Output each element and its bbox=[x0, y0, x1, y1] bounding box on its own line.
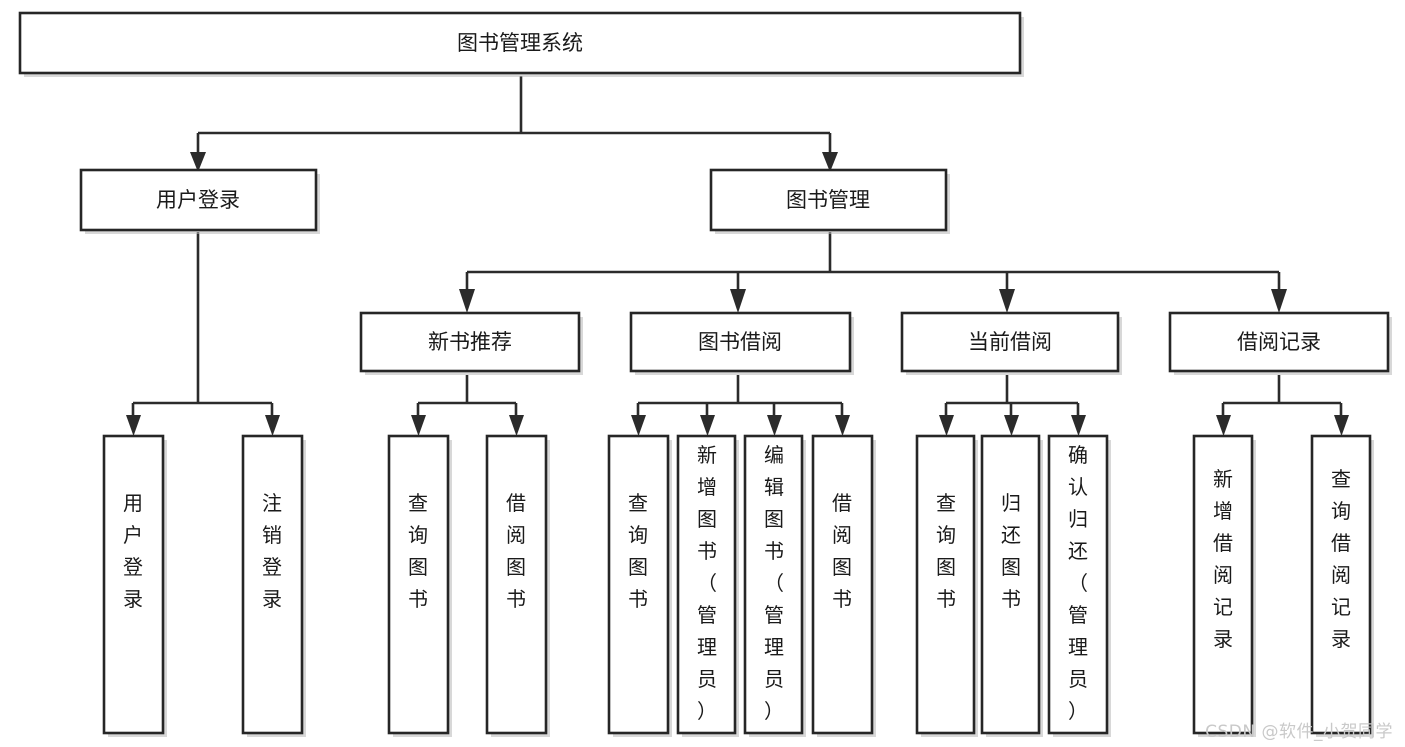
book-management-box bbox=[709, 168, 948, 232]
arrow-book-borrow-leaf-1 bbox=[631, 415, 646, 436]
arrow-book-borrow-leaf-3 bbox=[767, 415, 782, 436]
leaf-borrow-book-1-label: 借阅图书 bbox=[506, 491, 526, 611]
leaf-edit-book-label: 编辑图书（管理员） bbox=[764, 443, 784, 723]
node-root[interactable]: 图书管理系统 bbox=[18, 11, 1024, 77]
leaf-user-login-label: 用户登录 bbox=[123, 491, 143, 611]
new-book-recommend-label: 新书推荐 bbox=[428, 330, 512, 354]
leaf-node-query-book-2[interactable]: 查询图书 bbox=[607, 434, 672, 737]
node-book-borrow[interactable]: 图书借阅 bbox=[629, 311, 854, 375]
arrow-book-borrow-leaf-4 bbox=[835, 415, 850, 436]
node-user-login[interactable]: 用户登录 bbox=[79, 168, 320, 234]
arrow-borrow-record-leaf-1 bbox=[1216, 415, 1231, 436]
leaf-query-book-3-box bbox=[915, 434, 976, 735]
arrow-current-borrow-leaf-1 bbox=[939, 415, 954, 436]
user-login-box bbox=[79, 168, 318, 232]
root-box bbox=[18, 11, 1022, 75]
leaf-query-book-1-box bbox=[387, 434, 450, 735]
leaf-add-book-label: 新增图书（管理员） bbox=[697, 443, 717, 723]
arrow-current-borrow-leaf-2 bbox=[1004, 415, 1019, 436]
leaf-add-book-box bbox=[676, 434, 737, 735]
leaf-query-book-2-box bbox=[607, 434, 670, 735]
book-management-label: 图书管理 bbox=[786, 188, 870, 212]
connectors bbox=[126, 76, 1349, 436]
leaf-user-login-box bbox=[102, 434, 165, 735]
leaf-node-user-login[interactable]: 用户登录 bbox=[102, 434, 167, 737]
arrow-bm-to-book-borrow bbox=[730, 289, 746, 313]
leaf-node-edit-book[interactable]: 编辑图书（管理员） bbox=[743, 434, 806, 737]
leaf-add-record-box bbox=[1192, 434, 1254, 735]
leaf-node-borrow-book-2[interactable]: 借阅图书 bbox=[811, 434, 876, 737]
leaf-node-query-book-1[interactable]: 查询图书 bbox=[387, 434, 452, 737]
root-label: 图书管理系统 bbox=[457, 31, 583, 55]
leaf-query-book-3-label: 查询图书 bbox=[936, 491, 956, 611]
node-borrow-record[interactable]: 借阅记录 bbox=[1168, 311, 1392, 375]
leaf-borrow-book-1-box bbox=[485, 434, 548, 735]
leaf-node-add-record[interactable]: 新增借阅记录 bbox=[1192, 434, 1256, 737]
leaf-query-record-box bbox=[1310, 434, 1372, 735]
current-borrow-box bbox=[900, 311, 1120, 373]
arrow-user-login-leaf-2 bbox=[265, 415, 280, 436]
arrow-bm-to-borrow-record bbox=[1271, 289, 1287, 313]
book-borrow-label: 图书借阅 bbox=[698, 330, 782, 354]
book-borrow-box bbox=[629, 311, 852, 373]
new-book-recommend-box bbox=[359, 311, 581, 373]
leaf-node-logout-login[interactable]: 注销登录 bbox=[241, 434, 306, 737]
arrow-root-to-user-login bbox=[190, 152, 206, 172]
arrow-new-book-leaf-1 bbox=[411, 415, 426, 436]
node-current-borrow[interactable]: 当前借阅 bbox=[900, 311, 1122, 375]
leaf-query-book-2-label: 查询图书 bbox=[628, 491, 648, 611]
leaf-return-book-box bbox=[980, 434, 1041, 735]
leaf-borrow-book-2-label: 借阅图书 bbox=[832, 491, 852, 611]
borrow-record-box bbox=[1168, 311, 1390, 373]
leaf-logout-login-box bbox=[241, 434, 304, 735]
leaf-node-add-book[interactable]: 新增图书（管理员） bbox=[676, 434, 739, 737]
arrow-user-login-leaf-1 bbox=[126, 415, 141, 436]
leaf-borrow-book-2-box bbox=[811, 434, 874, 735]
arrow-book-borrow-leaf-2 bbox=[700, 415, 715, 436]
arrow-current-borrow-leaf-3 bbox=[1071, 415, 1086, 436]
borrow-record-label: 借阅记录 bbox=[1237, 330, 1321, 354]
leaf-logout-login-label: 注销登录 bbox=[262, 491, 282, 611]
arrow-root-to-book-management bbox=[822, 152, 838, 172]
current-borrow-label: 当前借阅 bbox=[968, 330, 1052, 354]
node-book-management[interactable]: 图书管理 bbox=[709, 168, 950, 234]
arrow-new-book-leaf-2 bbox=[509, 415, 524, 436]
node-new-book-recommend[interactable]: 新书推荐 bbox=[359, 311, 583, 375]
leaf-edit-book-box bbox=[743, 434, 804, 735]
leaf-return-book-label: 归还图书 bbox=[1001, 491, 1021, 611]
user-login-label: 用户登录 bbox=[156, 188, 240, 212]
leaf-node-query-record[interactable]: 查询借阅记录 bbox=[1310, 434, 1374, 737]
leaf-confirm-return-box bbox=[1047, 434, 1109, 735]
leaf-query-record-label: 查询借阅记录 bbox=[1331, 467, 1351, 651]
leaf-add-record-label: 新增借阅记录 bbox=[1213, 467, 1233, 651]
arrow-bm-to-new-book bbox=[459, 289, 475, 313]
arrow-bm-to-current-borrow bbox=[999, 289, 1015, 313]
leaf-node-borrow-book-1[interactable]: 借阅图书 bbox=[485, 434, 550, 737]
leaf-query-book-1-label: 查询图书 bbox=[408, 491, 428, 611]
leaf-confirm-return-label: 确认归还（管理员） bbox=[1068, 443, 1088, 723]
arrow-borrow-record-leaf-2 bbox=[1334, 415, 1349, 436]
leaf-node-return-book[interactable]: 归还图书 bbox=[980, 434, 1043, 737]
csdn-watermark: CSDN @软件_小贺同学 bbox=[1205, 722, 1393, 742]
leaf-node-query-book-3[interactable]: 查询图书 bbox=[915, 434, 978, 737]
leaf-node-confirm-return[interactable]: 确认归还（管理员） bbox=[1047, 434, 1111, 737]
